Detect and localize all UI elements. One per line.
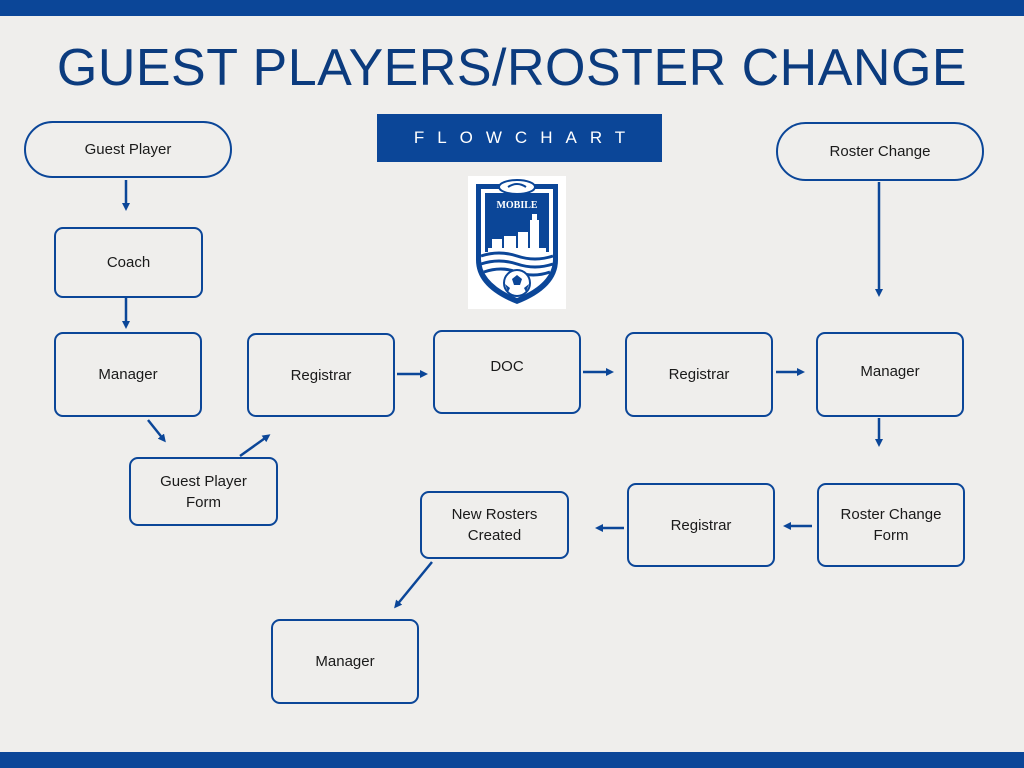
page-title: GUEST PLAYERS/ROSTER CHANGE: [56, 39, 968, 97]
node-manager-1: Manager: [54, 332, 202, 417]
arrow-form-to-registrar: [239, 434, 271, 458]
node-roster-change: Roster Change: [776, 122, 984, 181]
arrow-manager-to-form: [147, 419, 166, 443]
club-logo: MOBILE: [468, 176, 566, 309]
node-registrar-2: Registrar: [625, 332, 773, 417]
arrow-new-rosters-to-manager: [394, 561, 433, 609]
node-manager-3: Manager: [271, 619, 419, 704]
svg-text:MOBILE: MOBILE: [496, 200, 537, 211]
bottom-band: [0, 752, 1024, 768]
node-doc: DOC: [433, 330, 581, 414]
node-registrar-3: Registrar: [627, 483, 775, 567]
subtitle-banner: FLOWCHART: [377, 114, 662, 162]
node-guest-player-form: Guest Player Form: [129, 457, 278, 526]
top-band: [0, 0, 1024, 16]
node-guest-player: Guest Player: [24, 121, 232, 178]
shield-crest-icon: MOBILE: [476, 179, 558, 304]
node-coach: Coach: [54, 227, 203, 298]
node-registrar-1: Registrar: [247, 333, 395, 417]
node-new-rosters-created: New Rosters Created: [420, 491, 569, 559]
node-roster-change-form: Roster Change Form: [817, 483, 965, 567]
node-manager-2: Manager: [816, 332, 964, 417]
